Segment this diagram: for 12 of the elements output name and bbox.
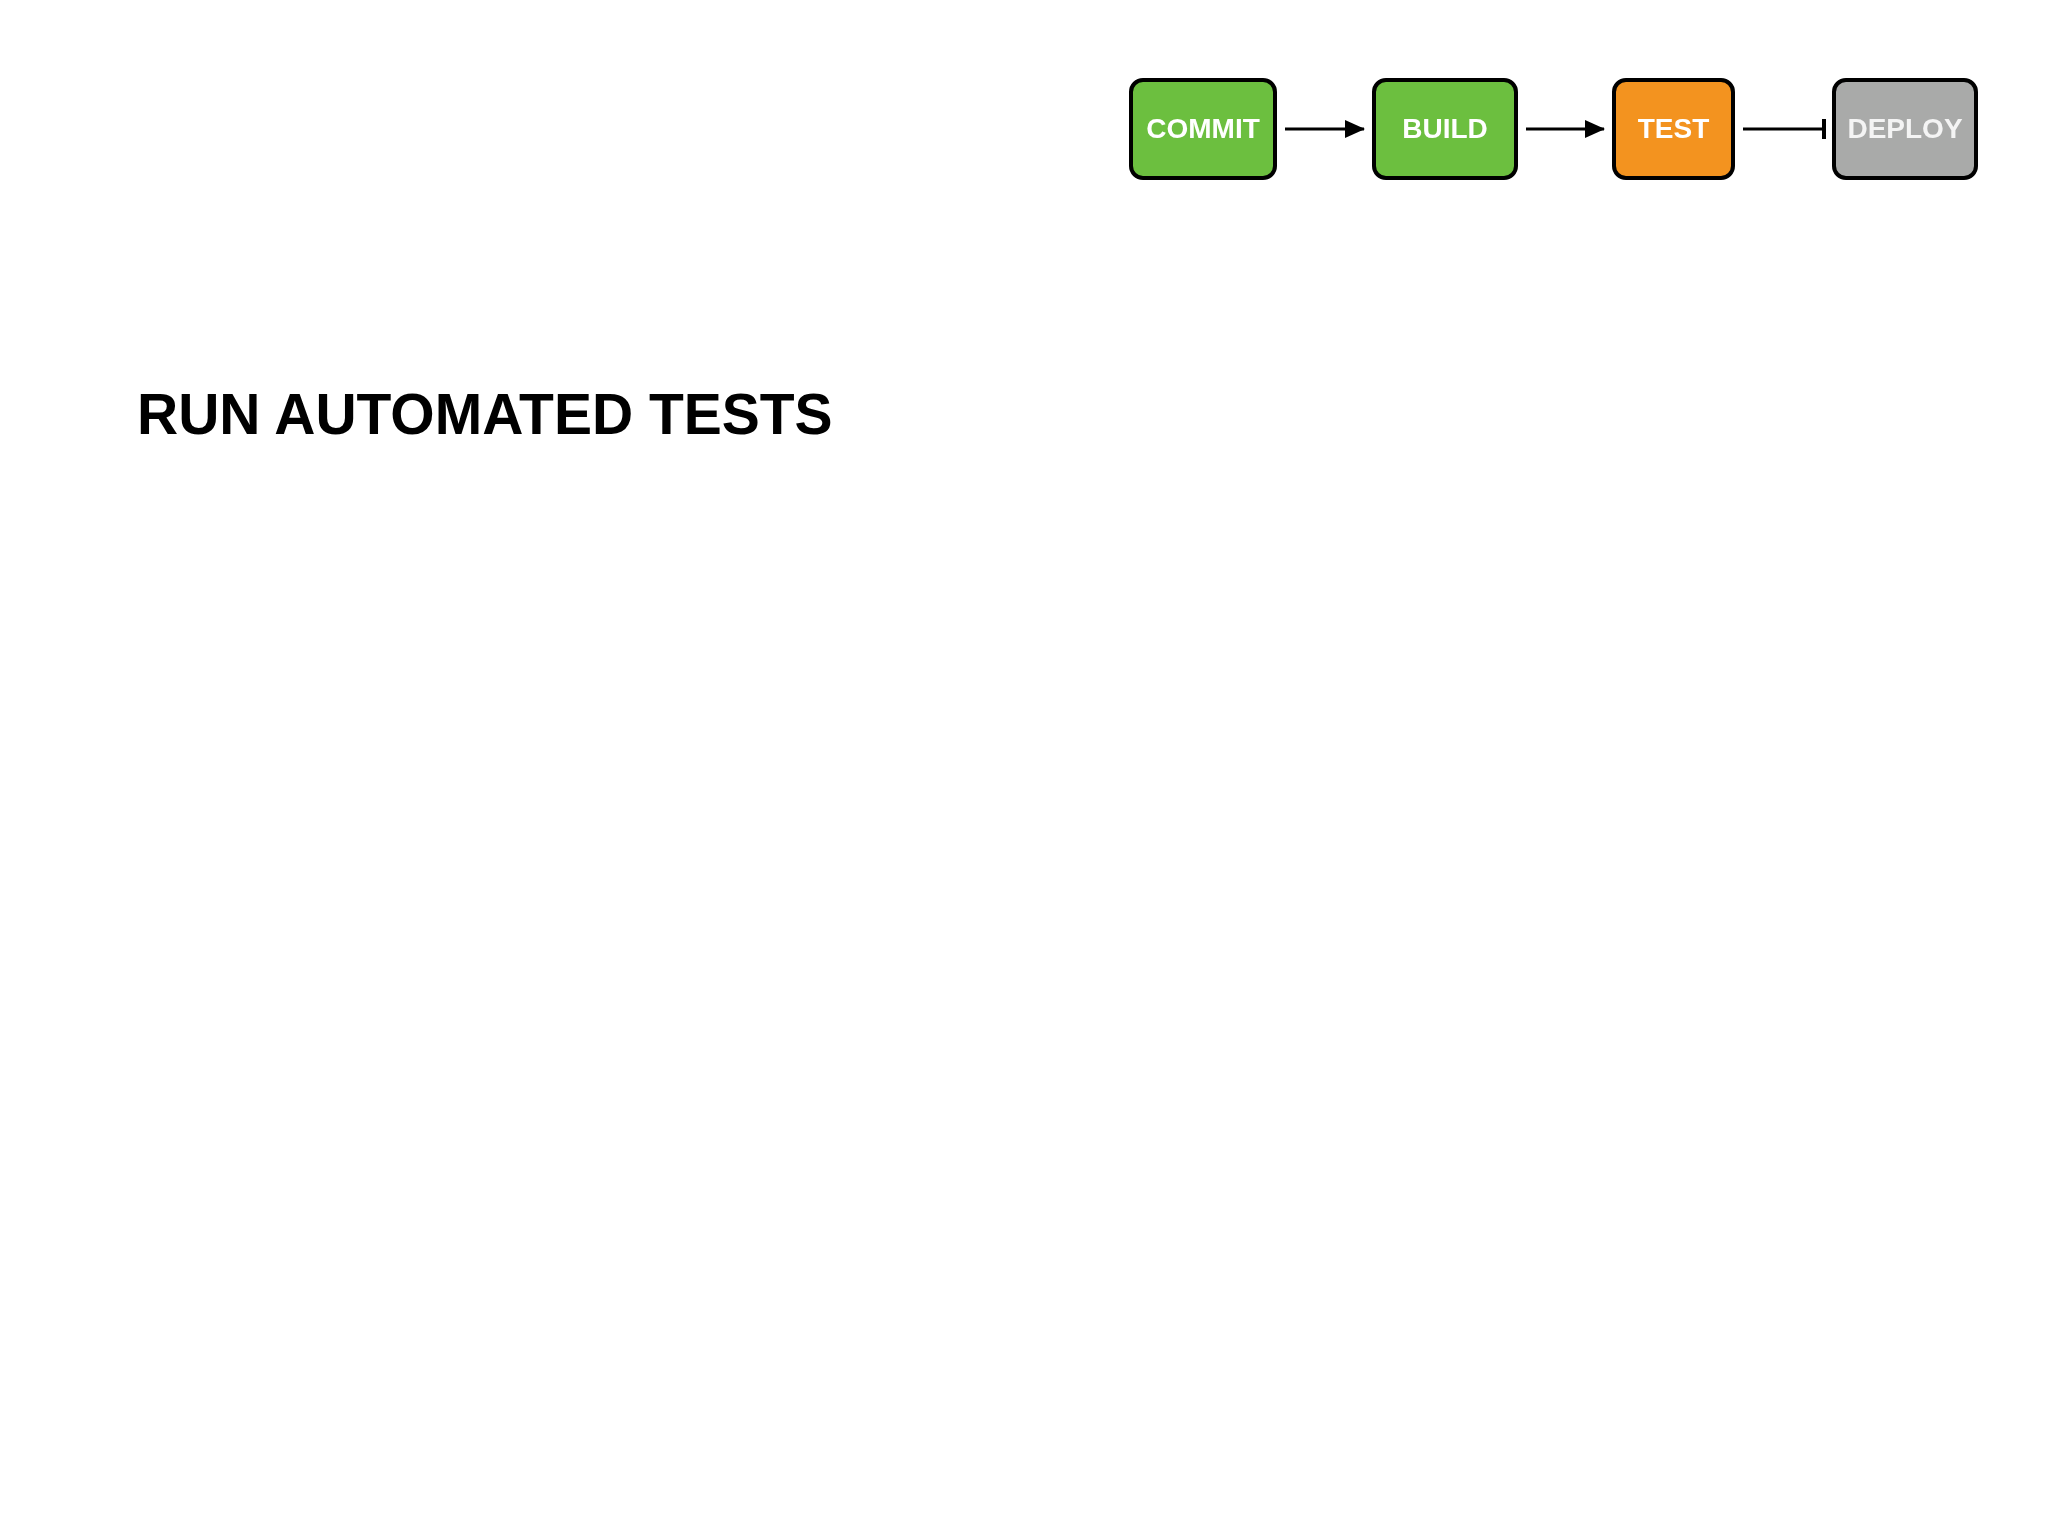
box-label: COMMIT	[1146, 115, 1260, 143]
inhibit-connector	[1743, 117, 1826, 141]
process-box	[1372, 78, 1518, 180]
box-label: BUILD	[1402, 115, 1488, 143]
box-label: DEPLOY	[1847, 115, 1963, 143]
process-box	[1129, 78, 1277, 180]
process-box	[1832, 78, 1978, 180]
box-label: TEST	[1637, 115, 1710, 143]
arrow	[1526, 120, 1605, 138]
process-box	[1612, 78, 1735, 180]
title: RUN AUTOMATED TESTS	[137, 386, 833, 443]
arrow	[1285, 120, 1365, 138]
